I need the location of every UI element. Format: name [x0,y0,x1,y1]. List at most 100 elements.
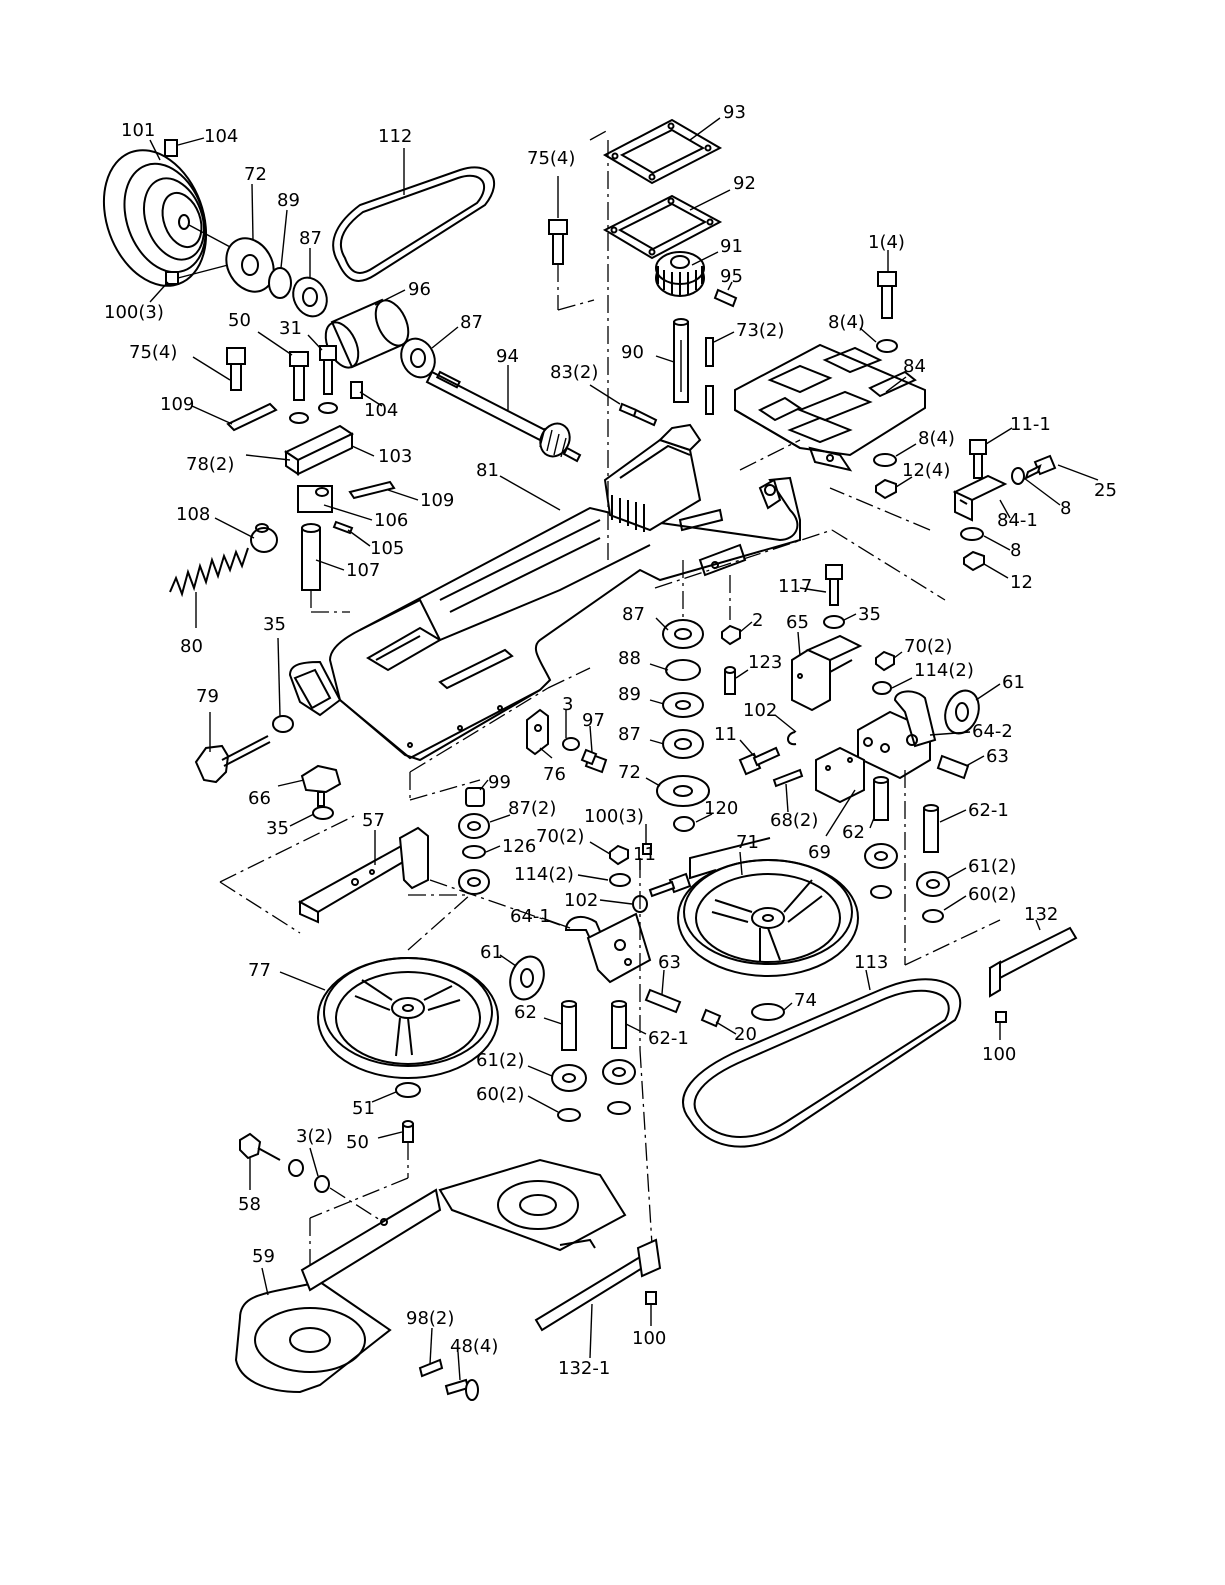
plate-69 [815,746,865,804]
part-label: 68(2) [770,810,818,831]
part-label: 89 [277,190,300,211]
part-label: 3 [562,694,573,715]
gear-91 [655,251,705,297]
gasket-92 [602,194,723,260]
set-screw-104-b [350,381,363,399]
part-label: 70(2) [904,636,952,657]
part-label: 69 [808,842,831,863]
part-label: 100(3) [584,806,644,827]
guide-bar-57 [297,826,429,924]
washer-8-under [873,453,897,467]
bolt-83 [618,402,658,427]
part-label: 100(3) [104,302,164,323]
post-62-right [873,776,889,821]
part-label: 90 [621,342,644,363]
part-label: 126 [502,836,536,857]
axis-77-c [429,879,561,926]
part-label: 35 [263,614,286,635]
nut-12-right [963,550,985,572]
bearing-87-d [662,729,704,759]
washer-114-right [872,681,892,695]
part-label: 109 [420,490,454,511]
axis-knob-2 [409,779,481,801]
part-label: 76 [543,764,566,785]
guide-block-103 [283,424,355,476]
part-label: 66 [248,788,271,809]
part-label: 25 [1094,480,1117,501]
part-label: 20 [734,1024,757,1045]
washer-3 [562,737,580,751]
part-label: 77 [248,960,271,981]
axis-132 [904,919,1001,966]
bearing-61-2-center-a [551,1064,587,1092]
part-label: 72 [244,164,267,185]
part-label: 87 [460,312,483,333]
part-label: 99 [488,772,511,793]
bearing-87-b [400,337,436,379]
part-label: 132 [1024,904,1058,925]
axis-117 [654,529,833,589]
part-label: 11-1 [1010,414,1051,435]
part-label: 103 [378,446,412,467]
washer-35-mid [312,806,334,820]
screw-50-lower [402,1120,414,1143]
cover-93 [602,118,723,185]
part-label: 95 [720,266,743,287]
washer-8-right [960,527,984,541]
bearing-87-2 [458,813,490,839]
screw-100-right [995,1011,1007,1023]
part-label: 101 [121,120,155,141]
worm-shaft-94 [425,370,582,463]
post-107 [301,523,350,613]
part-label: 93 [723,102,746,123]
key-73-a [705,337,714,367]
center-axis-corner [589,129,609,141]
part-label: 120 [704,798,738,819]
nut-12-under [875,478,897,500]
screw-100-lower [645,1291,657,1305]
leader-lines [149,117,1099,1381]
ring-60-right-a [870,885,892,899]
wheel-77 [317,957,499,1079]
part-label: 114(2) [514,864,574,885]
washer-51 [395,1082,421,1098]
pin-105 [332,520,354,535]
part-label: 123 [748,652,782,673]
block-106 [297,485,333,513]
part-label: 3(2) [296,1126,333,1147]
part-label: 98(2) [406,1308,454,1329]
screw-31 [318,345,338,414]
part-label: 94 [496,346,519,367]
part-label: 62 [514,1002,537,1023]
part-label: 71 [736,832,759,853]
flange-72-center [656,775,710,807]
axis-58 [329,1187,381,1221]
part-label: 79 [196,686,219,707]
part-label: 75(4) [129,342,177,363]
part-label: 132-1 [558,1358,610,1379]
part-label: 35 [858,604,881,625]
screw-48 [444,1378,479,1401]
plate-109-b [348,480,396,500]
part-label: 8 [1060,498,1071,519]
part-label: 12(4) [902,460,950,481]
part-label: 64-2 [972,721,1013,742]
bracket-84-1 [952,474,1008,522]
part-label: 109 [160,394,194,415]
part-label: 87 [299,228,322,249]
washer-35-left [272,715,294,733]
axis-117-b [831,529,946,601]
bolt-11-center [648,872,692,898]
wheel-71 [677,859,859,977]
table-plate-84 [734,343,926,472]
axis-right-1 [829,487,931,531]
band-113 [682,978,962,1148]
part-label: 50 [228,310,251,331]
bracket-64-2 [857,690,937,965]
axis-57-b [219,815,355,883]
nut-70-center [609,844,629,866]
bracket-64-1 [564,912,652,984]
part-label: 113 [854,952,888,973]
part-label: 35 [266,818,289,839]
